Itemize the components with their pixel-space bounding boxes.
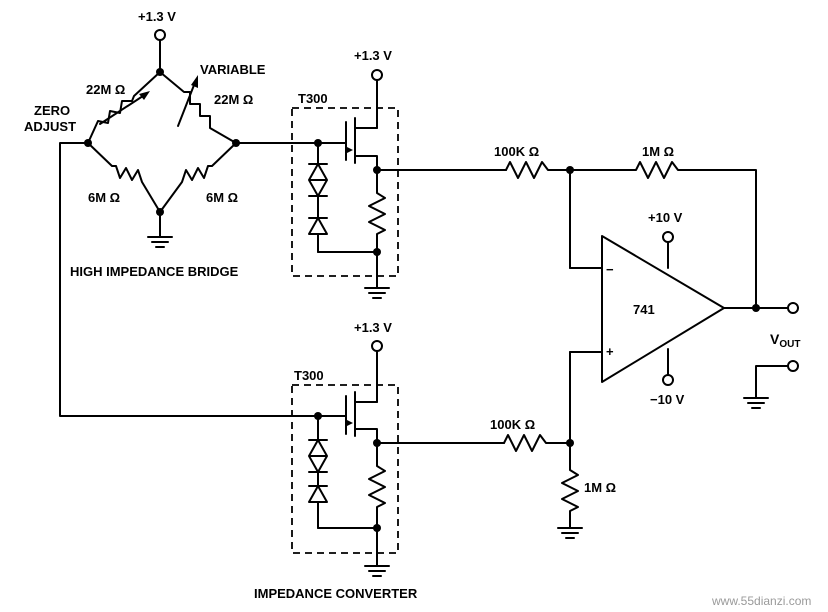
noninverting-input-sign: + xyxy=(606,344,614,359)
resistor-6m-left xyxy=(87,142,161,213)
resistor-1m-feedback xyxy=(569,161,757,309)
vout-ground-terminal xyxy=(787,360,799,372)
r-feedback-label: 1M Ω xyxy=(642,144,674,159)
resistor-1m-ground xyxy=(561,442,579,529)
inverting-input-sign: − xyxy=(606,262,614,277)
r-bottom-left-label: 6M Ω xyxy=(88,190,120,205)
r-bottom-right-label: 6M Ω xyxy=(206,190,238,205)
bridge-supply-label: +1.3 V xyxy=(138,9,176,24)
t300-upper-name: T300 xyxy=(298,91,328,106)
zero-adjust-wire xyxy=(59,142,319,417)
bridge-circuit xyxy=(59,29,319,417)
ground-symbol xyxy=(364,287,390,299)
amplifier-stage xyxy=(503,161,799,539)
bridge-supply-terminal xyxy=(154,29,166,41)
r-top-right-label: 22M Ω xyxy=(214,92,253,107)
r-100k-top-label: 100K Ω xyxy=(494,144,539,159)
converter-title: IMPEDANCE CONVERTER xyxy=(254,586,418,601)
resistor-6m-right xyxy=(159,142,237,213)
r-top-left-label: 22M Ω xyxy=(86,82,125,97)
t300-lower-name: T300 xyxy=(294,368,324,383)
resistor-22m-variable xyxy=(159,71,237,144)
opamp-741 xyxy=(601,235,725,383)
variable-label: VARIABLE xyxy=(200,62,266,77)
opamp-label: 741 xyxy=(633,302,655,317)
zero-label: ZERO xyxy=(34,103,70,118)
t300-upper-box xyxy=(291,107,399,277)
watermark: www.55dianzi.com xyxy=(711,594,811,608)
r-1m-ground-label: 1M Ω xyxy=(584,480,616,495)
ground-symbol xyxy=(557,527,583,539)
ground-symbol xyxy=(364,565,390,577)
pos-supply-label: +10 V xyxy=(648,210,683,225)
r-100k-bottom-label: 100K Ω xyxy=(490,417,535,432)
ground-symbol xyxy=(743,397,769,409)
adjust-label: ADJUST xyxy=(24,119,76,134)
vout-terminal xyxy=(787,302,799,314)
neg-supply-label: −10 V xyxy=(650,392,685,407)
t300-upper-supply: +1.3 V xyxy=(354,48,392,63)
vout-label: VOUT xyxy=(770,331,800,350)
t300-lower-box xyxy=(291,384,399,554)
ground-symbol xyxy=(147,236,173,248)
resistor-22m-left xyxy=(87,71,161,144)
bridge-title: HIGH IMPEDANCE BRIDGE xyxy=(70,264,239,279)
t300-upper xyxy=(291,69,507,299)
t300-lower-supply: +1.3 V xyxy=(354,320,392,335)
resistor-100k-bottom xyxy=(503,434,571,452)
resistor-100k-top xyxy=(505,161,571,179)
t300-lower xyxy=(291,340,505,577)
